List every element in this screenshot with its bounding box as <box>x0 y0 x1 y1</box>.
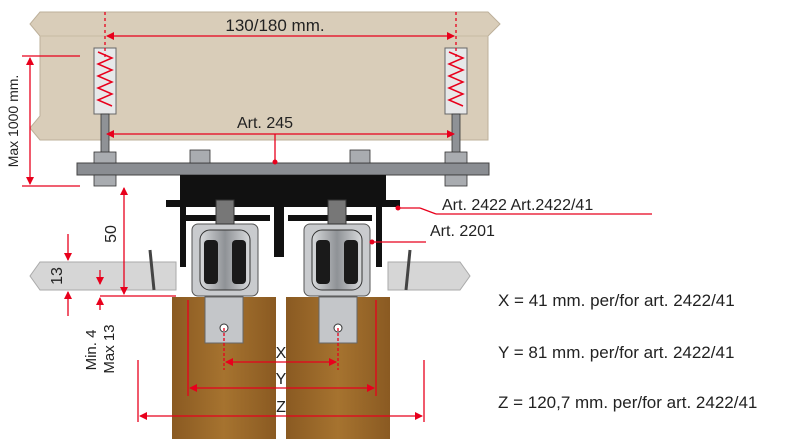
y-label: Y <box>276 371 287 388</box>
mounting-plate <box>76 149 490 187</box>
dim-50-label: 50 <box>103 225 120 243</box>
dim-13-label: 13 <box>49 267 66 285</box>
min-4-label: Min. 4 <box>83 330 100 371</box>
dimension-lines <box>22 12 652 422</box>
max-13-label: Max 13 <box>101 324 118 373</box>
art-2201-label: Art. 2201 <box>430 223 495 240</box>
note-y: Y = 81 mm. per/for art. 2422/41 <box>498 343 735 362</box>
x-label: X <box>276 345 287 362</box>
note-x: X = 41 mm. per/for art. 2422/41 <box>498 291 735 310</box>
art-245-label: Art. 245 <box>237 115 293 132</box>
lower-panel <box>29 249 471 291</box>
spacing-label: 130/180 mm. <box>225 16 324 35</box>
trolley-right <box>303 199 371 297</box>
z-label: Z <box>276 399 286 416</box>
note-z: Z = 120,7 mm. per/for art. 2422/41 <box>498 393 758 412</box>
wall-anchor-right <box>444 47 468 177</box>
trolley-left <box>191 199 259 297</box>
max-height-label: Max 1000 mm. <box>5 75 21 168</box>
dimension-notes: X = 41 mm. per/for art. 2422/41 Y = 81 m… <box>498 0 787 439</box>
art-2422-label: Art. 2422 Art.2422/41 <box>442 197 593 214</box>
